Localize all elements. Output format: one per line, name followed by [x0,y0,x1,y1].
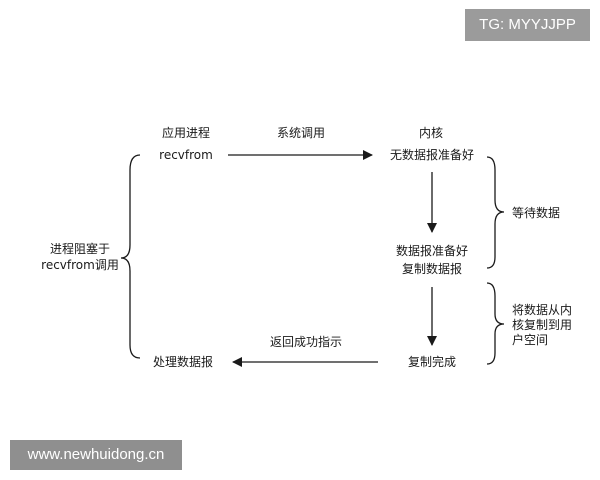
return-success-label: 返回成功指示 [269,335,342,349]
copy-to-user-line3: 户空间 [512,333,549,347]
data-ready-label: 数据报准备好 [395,244,468,258]
copy-datagram-label: 复制数据报 [401,262,462,276]
app-process-title: 应用进程 [161,126,210,140]
copy-brace [486,282,505,365]
syscall-label: 系统调用 [276,126,325,140]
no-data-ready-label: 无数据报准备好 [389,148,474,162]
blocked-brace [120,154,141,359]
watermark-telegram: TG: MYYJJPP [465,9,590,41]
process-data-label: 处理数据报 [152,355,213,369]
blocked-label-line1: 进程阻塞于 [49,242,110,256]
blocked-label-line2: recvfrom调用 [41,258,119,272]
copy-done-label: 复制完成 [407,355,456,369]
copy-to-user-line1: 将数据从内 [512,303,573,317]
wait-data-label: 等待数据 [512,206,561,220]
watermark-website: www.newhuidong.cn [10,440,182,470]
wait-data-brace [486,156,505,269]
copy-to-user-line2: 核复制到用 [512,318,573,332]
kernel-title: 内核 [418,126,443,140]
recvfrom-call-label: recvfrom [159,148,213,162]
